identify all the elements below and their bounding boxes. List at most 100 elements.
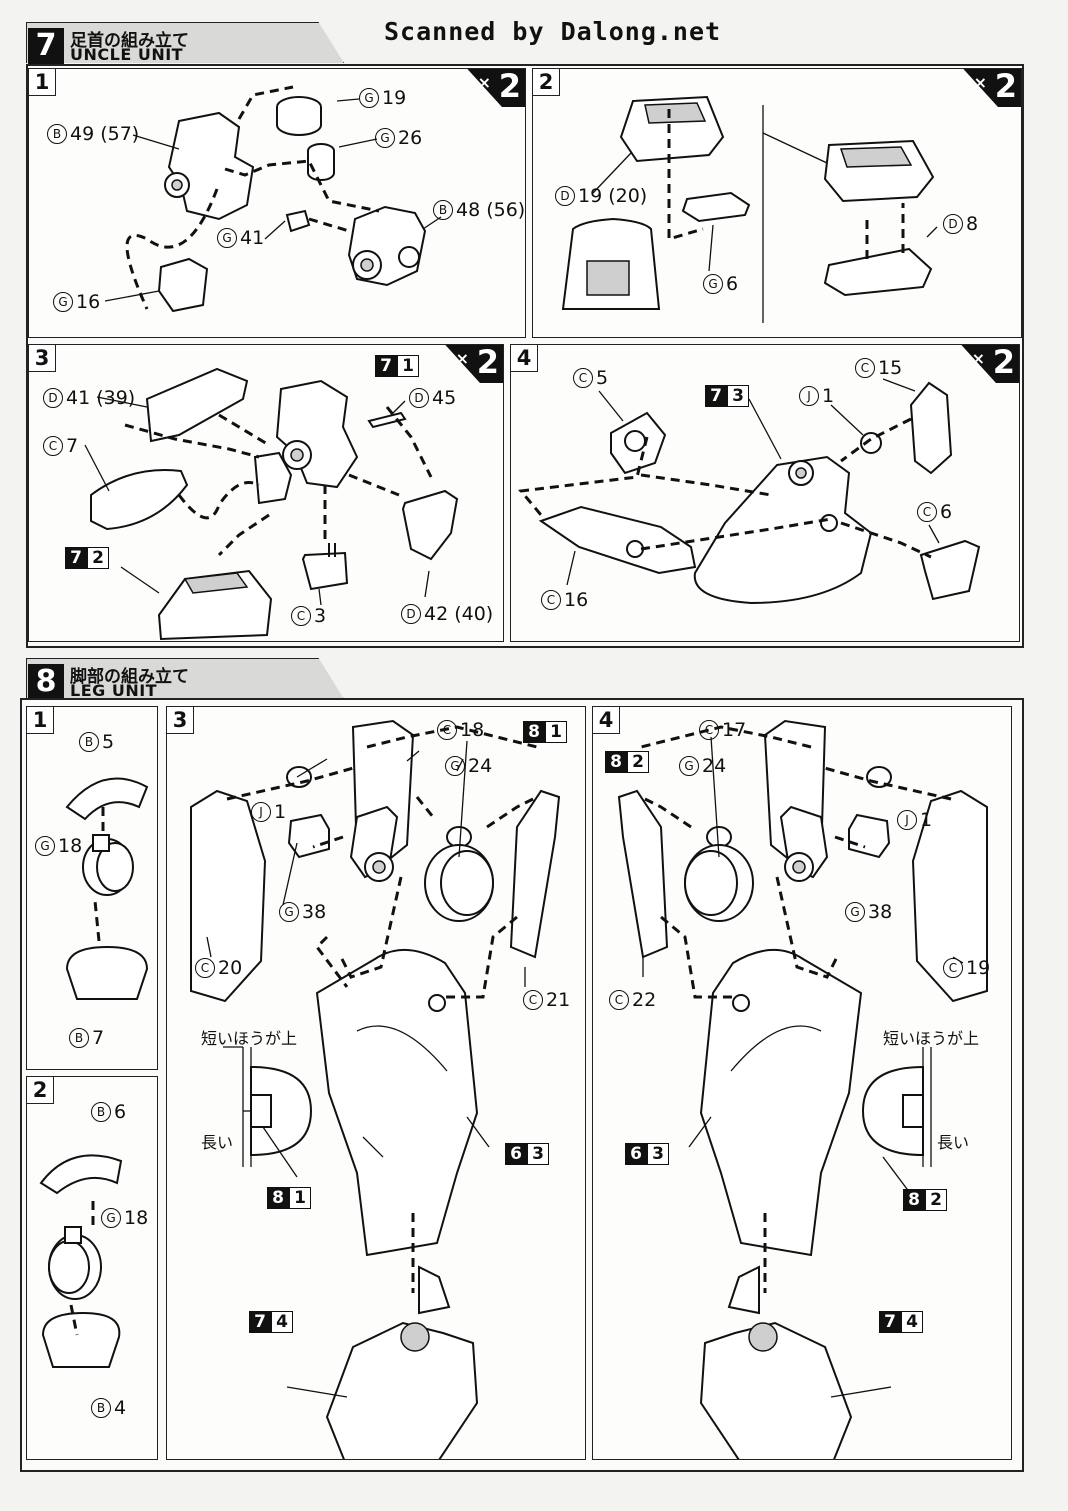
step8-3-panel: 3 (166, 706, 586, 1460)
part-runner-letter: B (47, 124, 67, 144)
part-runner-letter: C (943, 958, 963, 978)
section7-header: 7 足首の組み立て UNCLE UNIT (28, 24, 348, 64)
part-runner-letter: C (917, 502, 937, 522)
step7-3-drawing (84, 367, 459, 641)
step7-4-drawing (518, 378, 981, 605)
step-number: 4 (511, 345, 538, 372)
orientation-note-short: 短いほうが上 (883, 1029, 980, 1048)
part-runner-letter: C (43, 436, 63, 456)
part-runner-letter: C (541, 590, 561, 610)
step8-4-drawing (617, 719, 988, 1459)
part-runner-letter: G (845, 902, 865, 922)
part-runner-letter: G (445, 756, 465, 776)
part-runner-letter: G (703, 274, 723, 294)
part-runner-letter: D (555, 186, 575, 206)
orientation-note-long: 長い (937, 1133, 970, 1152)
part-runner-letter: D (943, 214, 963, 234)
part-runner-letter: J (251, 802, 271, 822)
part-runner-letter: G (101, 1208, 121, 1228)
section8-header-bar (26, 658, 344, 699)
part-runner-letter: G (679, 756, 699, 776)
section8-title-en: LEG UNIT (70, 681, 158, 700)
part-runner-letter: C (523, 990, 543, 1010)
part-runner-letter: C (855, 358, 875, 378)
part-runner-letter: G (375, 128, 395, 148)
part-runner-letter: G (279, 902, 299, 922)
part-runner-letter: C (609, 990, 629, 1010)
part-runner-letter: B (433, 200, 453, 220)
step7-1-drawing (104, 85, 442, 313)
part-runner-letter: G (217, 228, 237, 248)
section7-number: 7 (28, 28, 64, 64)
part-runner-letter: J (799, 386, 819, 406)
step-number: 3 (29, 345, 56, 372)
part-runner-letter: C (699, 720, 719, 740)
step8-2-drawing (39, 1154, 123, 1368)
part-runner-letter: B (91, 1102, 111, 1122)
step-number: 2 (27, 1077, 54, 1104)
part-runner-letter: B (91, 1398, 111, 1418)
watermark-text: Scanned by Dalong.net (384, 17, 722, 46)
part-runner-letter: D (43, 388, 63, 408)
section8-number: 8 (28, 664, 64, 700)
part-runner-letter: D (401, 604, 421, 624)
step-number: 1 (27, 707, 54, 734)
part-runner-letter: C (573, 368, 593, 388)
step-number: 3 (167, 707, 194, 734)
orientation-note-short: 短いほうが上 (201, 1029, 298, 1048)
step-number: 4 (593, 707, 620, 734)
part-runner-letter: J (897, 810, 917, 830)
step7-2-drawing (561, 95, 938, 323)
step8-1-drawing (65, 777, 149, 1000)
orientation-note-long: 長い (201, 1133, 234, 1152)
section8-title-jp: 脚部の組み立て (70, 667, 189, 687)
section7-title-en: UNCLE UNIT (70, 45, 184, 64)
part-runner-letter: G (53, 292, 73, 312)
